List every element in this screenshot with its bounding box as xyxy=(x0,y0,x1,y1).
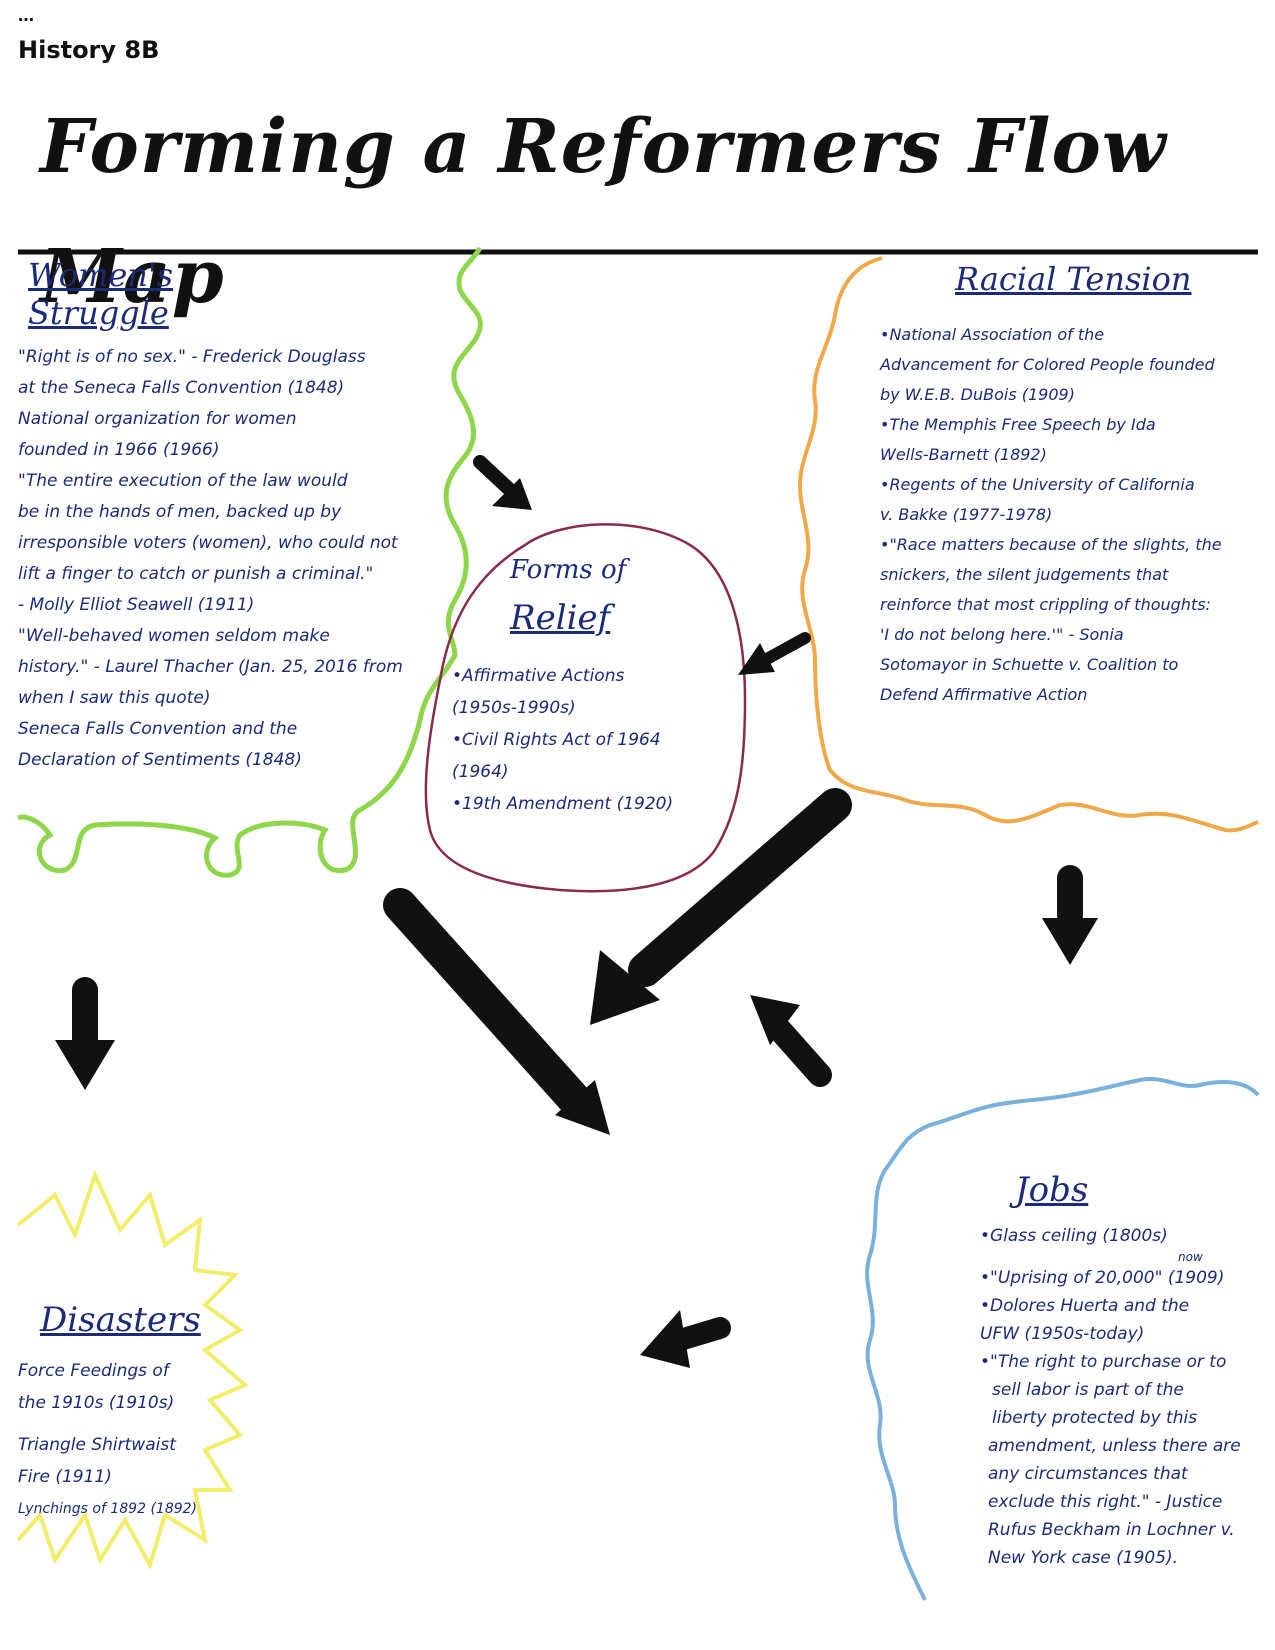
womens-line: at the Seneca Falls Convention (1848) xyxy=(18,378,345,398)
jobs-title: Jobs xyxy=(1015,1170,1089,1210)
racial-title: Racial Tension xyxy=(955,260,1192,298)
relief-title-1: Forms of xyxy=(510,555,627,585)
womens-line: - Molly Elliot Seawell (1911) xyxy=(18,595,255,615)
womens-line: be in the hands of men, backed up by xyxy=(18,502,342,522)
racial-line: •"Race matters because of the slights, t… xyxy=(880,535,1222,554)
womens-line: "The entire execution of the law would xyxy=(18,471,348,491)
relief-line: •19th Amendment (1920) xyxy=(452,794,674,814)
disasters-lines: Force Feedings of the 1910s (1910s) Tria… xyxy=(18,1355,233,1525)
racial-line: Advancement for Colored People founded xyxy=(880,355,1215,374)
racial-line: Defend Affirmative Action xyxy=(880,685,1088,704)
jobs-line: amendment, unless there are xyxy=(988,1436,1241,1456)
racial-line: snickers, the silent judgements that xyxy=(880,565,1169,584)
womens-line: National organization for women xyxy=(18,409,297,429)
womens-line: "Right is of no sex." - Frederick Dougla… xyxy=(18,347,366,367)
disasters-title: Disasters xyxy=(40,1300,201,1340)
arrow-into-relief-from-racial xyxy=(738,632,811,675)
womens-line: irresponsible voters (women), who could … xyxy=(18,533,398,553)
header-name: … xyxy=(18,6,34,25)
relief-border xyxy=(424,523,747,893)
disasters-line: Lynchings of 1892 (1892) xyxy=(18,1501,197,1517)
jobs-border xyxy=(865,1077,1260,1601)
womens-title-1: Women's xyxy=(28,256,174,294)
jobs-line: Rufus Beckham in Lochner v. xyxy=(988,1520,1235,1540)
racial-line: by W.E.B. DuBois (1909) xyxy=(880,385,1075,404)
disasters-border xyxy=(16,1169,249,1571)
womens-border xyxy=(17,246,483,878)
header-class: History 8B xyxy=(18,36,160,64)
racial-line: v. Bakke (1977-1978) xyxy=(880,505,1053,524)
relief-line: (1964) xyxy=(452,762,509,782)
arrow-racial-to-center xyxy=(590,788,852,1025)
jobs-line: liberty protected by this xyxy=(992,1408,1198,1428)
racial-line: reinforce that most crippling of thought… xyxy=(880,595,1211,614)
jobs-line: now xyxy=(1178,1250,1203,1264)
womens-title-2: Struggle xyxy=(28,294,169,332)
womens-line: "Well-behaved women seldom make xyxy=(18,626,330,646)
arrow-womens-to-disasters xyxy=(55,977,115,1090)
jobs-line: •"Uprising of 20,000" (1909) xyxy=(980,1268,1225,1288)
arrow-jobs-to-center xyxy=(750,995,832,1087)
relief-lines: •Affirmative Actions (1950s-1990s) •Civi… xyxy=(452,660,737,820)
relief-line: (1950s-1990s) xyxy=(452,698,576,718)
relief-line: •Civil Rights Act of 1964 xyxy=(452,730,661,750)
racial-line: •National Association of the xyxy=(880,325,1105,344)
jobs-line: sell labor is part of the xyxy=(992,1380,1184,1400)
racial-border xyxy=(797,256,1259,833)
racial-line: •Regents of the University of California xyxy=(880,475,1195,494)
jobs-line: any circumstances that xyxy=(988,1464,1188,1484)
relief-line: •Affirmative Actions xyxy=(452,666,625,686)
jobs-line: UFW (1950s-today) xyxy=(980,1324,1145,1344)
jobs-line: •"The right to purchase or to xyxy=(980,1352,1227,1372)
arrow-jobs-to-disasters xyxy=(640,1310,731,1368)
arrow-racial-to-jobs xyxy=(1042,865,1098,965)
womens-line: lift a finger to catch or punish a crimi… xyxy=(18,564,374,584)
womens-line: history." - Laurel Thacher (Jan. 25, 201… xyxy=(18,657,403,677)
racial-line: 'I do not belong here.'" - Sonia xyxy=(880,625,1124,644)
womens-line: founded in 1966 (1966) xyxy=(18,440,220,460)
disasters-line: the 1910s (1910s) xyxy=(18,1393,175,1413)
womens-lines: "Right is of no sex." - Frederick Dougla… xyxy=(18,342,458,776)
page-title: Forming a Reformers Flow Map xyxy=(40,104,1167,320)
womens-line: Seneca Falls Convention and the xyxy=(18,719,298,739)
disasters-line: Triangle Shirtwaist xyxy=(18,1435,176,1455)
arrows xyxy=(55,455,1098,1368)
relief-title-2: Relief xyxy=(510,598,611,638)
jobs-line: New York case (1905). xyxy=(988,1548,1179,1568)
racial-line: •The Memphis Free Speech by Ida xyxy=(880,415,1156,434)
disasters-line: Fire (1911) xyxy=(18,1467,112,1487)
jobs-line: •Glass ceiling (1800s) xyxy=(980,1226,1168,1246)
arrow-into-relief-from-womens xyxy=(473,455,532,510)
racial-line: Wells-Barnett (1892) xyxy=(880,445,1047,464)
racial-lines: •National Association of the Advancement… xyxy=(880,320,1258,710)
racial-line: Sotomayor in Schuette v. Coalition to xyxy=(880,655,1179,674)
jobs-line: •Dolores Huerta and the xyxy=(980,1296,1190,1316)
womens-line: Declaration of Sentiments (1848) xyxy=(18,750,302,770)
womens-line: when I saw this quote) xyxy=(18,688,211,708)
jobs-lines: •Glass ceiling (1800s) now •"Uprising of… xyxy=(980,1222,1258,1572)
disasters-line: Force Feedings of xyxy=(18,1361,169,1381)
arrow-womens-to-center xyxy=(383,888,610,1135)
jobs-line: exclude this right." - Justice xyxy=(988,1492,1223,1512)
